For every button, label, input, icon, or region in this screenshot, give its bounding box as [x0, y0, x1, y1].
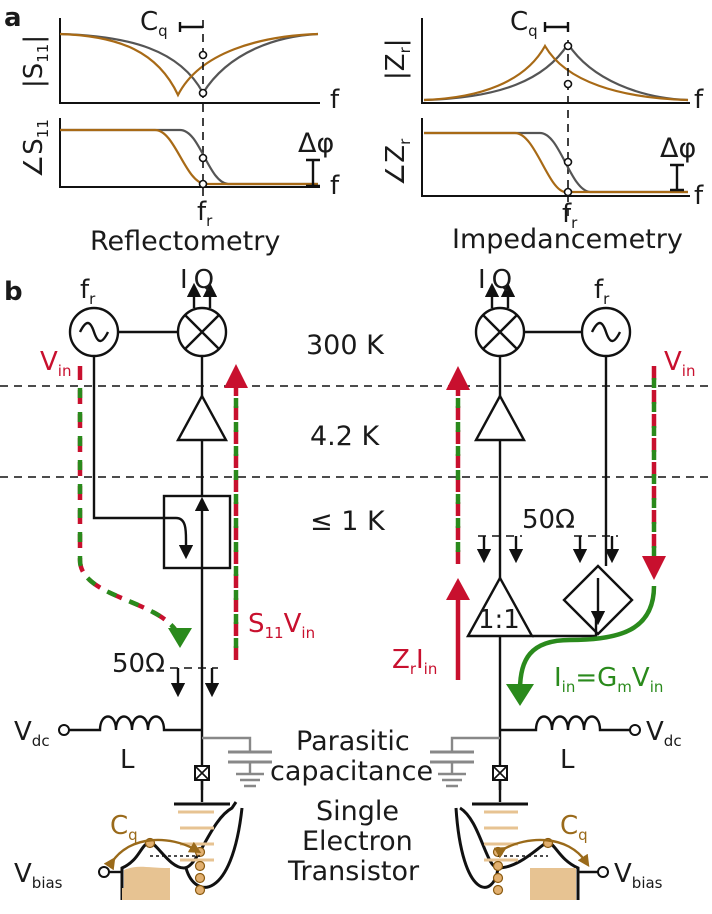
- temp-4k: 4.2 K: [310, 421, 381, 452]
- zrin-label: ZrIin: [392, 645, 437, 678]
- dphi-label-left: Δφ: [298, 128, 334, 159]
- cq-label-s11: Cq: [140, 7, 168, 40]
- fifty-ohm-left: 50Ω: [112, 649, 165, 679]
- vbias-right: Vbias: [614, 859, 663, 892]
- plot-s11-magnitude: Cq |S11| f: [19, 7, 340, 196]
- s11-axis-label: |S11|: [19, 35, 52, 88]
- fr-source-left: fr: [80, 275, 96, 308]
- inductor-right-icon: [500, 715, 630, 732]
- f-axis-label-2: f: [330, 171, 340, 201]
- plot-zr-magnitude: Cq |Zr| f: [381, 7, 704, 216]
- iin-label: Iin=GmVin: [554, 663, 663, 696]
- reflectometry-title: Reflectometry: [90, 226, 280, 257]
- current-source-icon: [562, 564, 634, 636]
- cq-label-zr: Cq: [510, 7, 538, 40]
- phase-zr-axis-label: ∠Zr: [381, 138, 414, 186]
- cq-left: Cq: [110, 811, 138, 844]
- f-axis-label-4: f: [694, 181, 704, 211]
- vin-arrow-right: [642, 556, 666, 580]
- fr-label-right: fr: [562, 199, 578, 232]
- vin-right: Vin: [664, 347, 695, 380]
- set-label-1: Single: [316, 796, 399, 827]
- inductor-left-label: L: [120, 745, 135, 775]
- transformer-label: 1:1: [478, 605, 520, 635]
- s11vin-label: S11Vin: [248, 609, 315, 642]
- inductor-left-icon: [69, 715, 202, 732]
- plot-s11-phase: Δφ ∠S11 f fr: [19, 118, 340, 230]
- amplifier-left-icon: [175, 393, 229, 442]
- dphi-label-right: Δφ: [660, 133, 696, 164]
- directional-coupler-icon: [162, 494, 232, 570]
- plot-zr-phase: Δφ ∠Zr f fr: [381, 118, 704, 232]
- fr-source-right: fr: [594, 275, 610, 308]
- s11-return-arrow: [224, 364, 248, 388]
- amplifier-right-icon: [473, 393, 527, 442]
- temp-300k: 300 K: [306, 330, 385, 361]
- temp-1k: ≤ 1 K: [310, 506, 386, 537]
- iin-arrow: [506, 684, 534, 706]
- f-axis-label-1: f: [330, 85, 340, 115]
- vin-arrow-left: [168, 628, 192, 648]
- vbias-left: Vbias: [14, 859, 63, 892]
- phase-s11-axis-label: ∠S11: [19, 119, 52, 178]
- set-label-3: Transistor: [287, 856, 420, 887]
- panel-a-label: a: [4, 3, 22, 33]
- fr-label-left: fr: [197, 197, 213, 230]
- vin-left: Vin: [40, 347, 71, 380]
- inductor-right-label: L: [560, 745, 575, 775]
- zr-axis-label: |Zr|: [381, 38, 414, 80]
- panel-b-label: b: [4, 277, 23, 307]
- set-label-2: Electron: [302, 826, 413, 857]
- parasitic-label-1: Parasitic: [296, 726, 410, 757]
- f-axis-label-3: f: [694, 85, 704, 115]
- fifty-ohm-right: 50Ω: [522, 505, 575, 535]
- parasitic-label-2: capacitance: [270, 756, 433, 787]
- vdc-right: Vdc: [646, 717, 682, 750]
- cq-right: Cq: [560, 811, 588, 844]
- zr-return-arrow: [446, 366, 470, 390]
- vdc-left: Vdc: [14, 717, 50, 750]
- impedancemetry-title: Impedancemetry: [452, 224, 683, 255]
